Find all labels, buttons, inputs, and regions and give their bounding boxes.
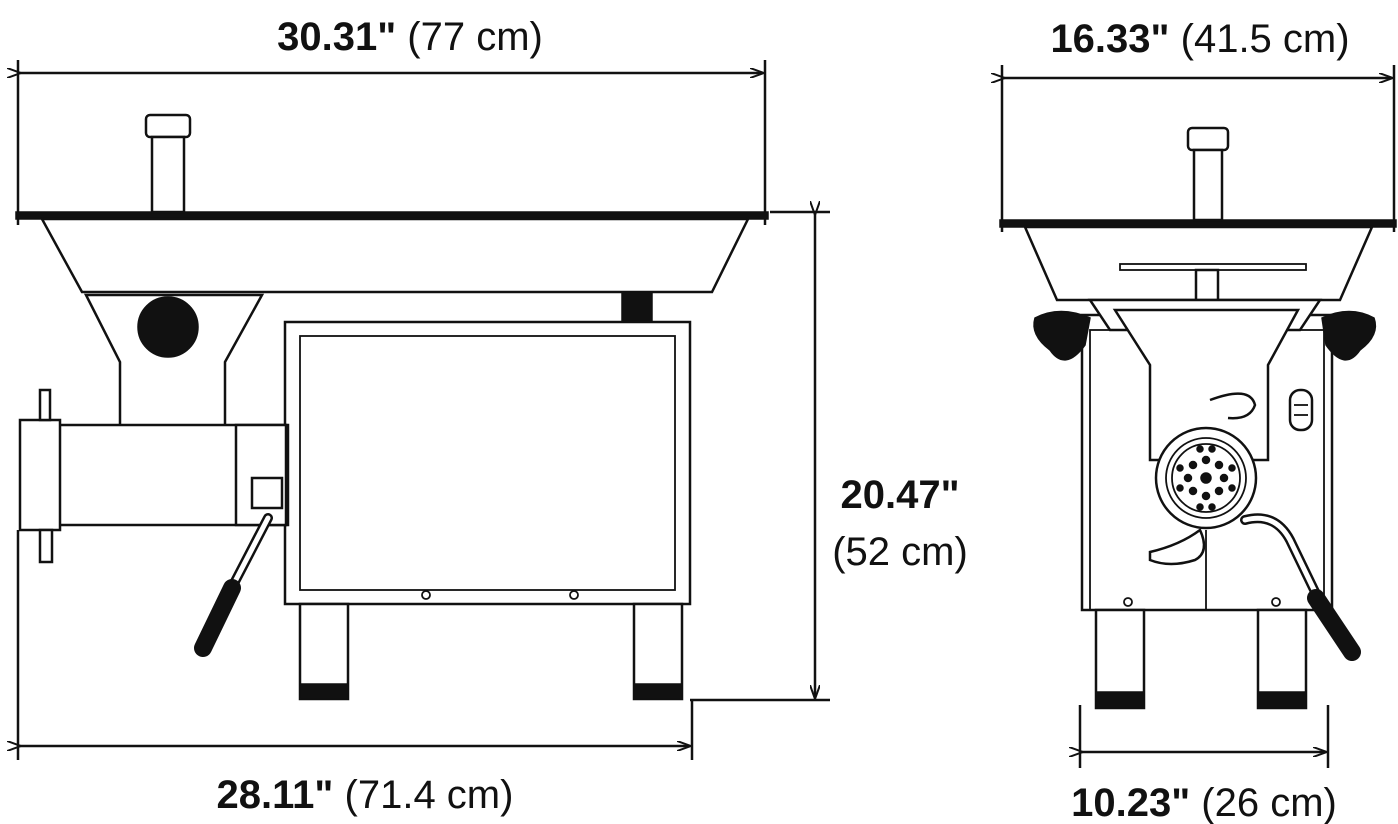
front-pusher-cap: [1186, 126, 1230, 152]
side-view: 30.31" (77 cm): [16, 15, 968, 817]
side-bottom-width-label: 28.11" (71.4 cm): [217, 773, 514, 817]
throat-knob: [137, 296, 199, 358]
front-left-knob: [1033, 310, 1091, 361]
front-throat: [1112, 308, 1301, 462]
front-handle: [1240, 513, 1361, 661]
front-bottom-width-label: 10.23" (26 cm): [1071, 781, 1337, 824]
tray-bowl: [39, 217, 751, 294]
height-dimension: 20.47" (52 cm): [690, 212, 968, 760]
grinder-head: [18, 388, 290, 564]
side-top-width-label: 30.31" (77 cm): [277, 15, 543, 59]
front-pusher-stem: [1192, 148, 1224, 222]
front-top-width-label: 16.33" (41.5 cm): [1050, 17, 1349, 61]
height-cm-label: (52 cm): [832, 530, 968, 574]
side-legs: [298, 602, 684, 701]
side-bottom-width-dimension: 28.11" (71.4 cm): [18, 530, 690, 817]
front-view: 16.33" (41.5 cm): [1000, 17, 1397, 824]
pusher-cap: [144, 113, 192, 139]
side-top-width-dimension: 30.31" (77 cm): [18, 15, 767, 225]
pusher-stem: [150, 135, 186, 214]
front-right-knob: [1321, 310, 1377, 361]
side-handle: [194, 513, 273, 657]
front-bottom-width-dimension: 10.23" (26 cm): [1071, 705, 1337, 824]
front-top-width-dimension: 16.33" (41.5 cm): [1002, 17, 1396, 232]
tray-support: [621, 291, 653, 323]
height-inch-label: 20.47": [840, 473, 959, 517]
front-grinder-head: [1148, 392, 1258, 566]
motor-housing: [283, 320, 692, 606]
front-legs: [1094, 608, 1308, 710]
